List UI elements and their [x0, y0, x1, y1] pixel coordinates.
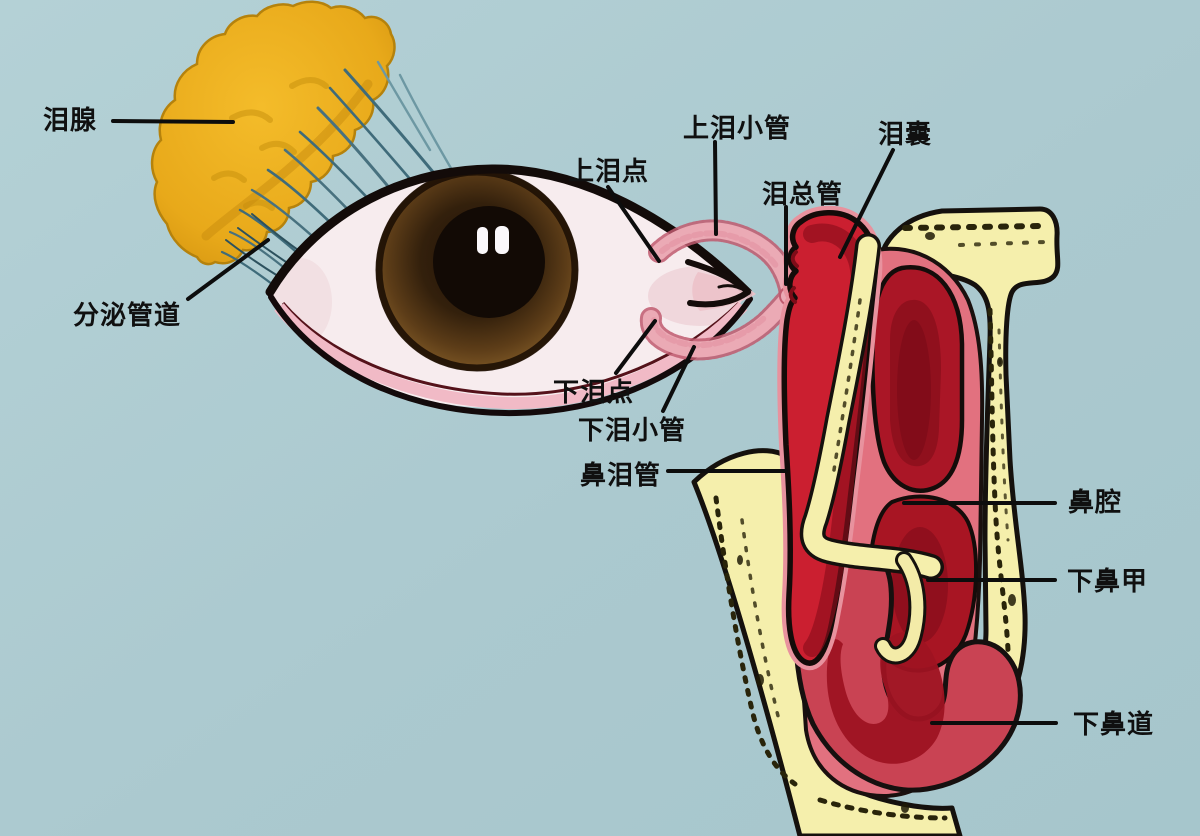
bone-speckles	[713, 223, 1047, 821]
label-nasal-cavity: 鼻腔	[1068, 488, 1122, 518]
lash-stroke	[376, 60, 432, 152]
speckle-trail	[740, 518, 780, 718]
label-inferior-turbinate: 下鼻甲	[1067, 567, 1148, 597]
label-common-canaliculus: 泪总管	[762, 180, 843, 210]
sac-notch-marks	[788, 250, 799, 304]
labels: 泪腺 分泌管道 上泪点 上泪小管 泪总管 泪囊 下泪点 下泪小管 鼻泪管 鼻腔 …	[43, 106, 1154, 740]
label-lacrimal-sac: 泪囊	[878, 120, 932, 150]
lash-stroke	[228, 230, 289, 272]
bone-right-column	[877, 206, 1061, 712]
speckle-blob	[901, 803, 909, 813]
speckle-trail	[997, 328, 1010, 542]
label-lower-canaliculus: 下泪小管	[578, 416, 686, 446]
lower-canaliculus-shape	[642, 289, 797, 358]
secretory-ducts-line	[186, 238, 270, 301]
label-upper-punctum: 上泪点	[568, 156, 649, 187]
middle-turbinate-shape	[870, 265, 965, 493]
speckle-trail	[817, 797, 948, 821]
lower-punctum-line	[614, 319, 657, 375]
gland-texture	[211, 77, 329, 211]
lash-stroke	[238, 208, 304, 259]
lacrimal-sac-line	[838, 148, 895, 259]
upper-canaliculus-line	[713, 140, 718, 236]
speckle-blob	[737, 555, 743, 565]
upper-canaliculus-texture	[659, 230, 780, 270]
speckle-trail	[987, 307, 1011, 653]
corner-hook-line	[717, 284, 750, 294]
lash-stroke	[220, 250, 274, 286]
lash-stroke	[398, 73, 454, 172]
inner-corner-wedge	[692, 272, 756, 311]
label-lacrimal-gland: 泪腺	[43, 106, 97, 136]
speckle-trail	[902, 223, 1043, 231]
label-secretory-ducts: 分泌管道	[73, 300, 181, 331]
bone-curl-fill	[877, 554, 924, 662]
speckle-blob	[997, 357, 1003, 367]
speckle-trail	[832, 298, 862, 472]
label-upper-canaliculus: 上泪小管	[683, 114, 791, 144]
corner-lower-line	[687, 289, 751, 308]
lower-canaliculus-line	[661, 345, 696, 413]
gland-body	[150, 0, 396, 266]
pupil-highlight	[477, 227, 488, 254]
speckle-blob	[1008, 594, 1016, 606]
speckle-blob	[756, 674, 764, 686]
lash-stroke	[328, 86, 418, 188]
pupil-highlight	[495, 226, 509, 254]
lash-stroke	[316, 106, 398, 198]
speckle-trail	[958, 240, 1047, 247]
speckle-trail	[713, 495, 798, 787]
lacrimal-gland-line	[111, 119, 235, 124]
inferior-meatus-inner	[826, 632, 945, 764]
speckle-blob	[925, 232, 935, 240]
duct-line	[225, 239, 279, 277]
label-lower-punctum: 下泪点	[553, 377, 634, 408]
lower-canaliculus-texture	[651, 315, 767, 349]
middle-turbinate-shade	[897, 320, 931, 460]
lash-stroke	[343, 68, 440, 180]
label-inferior-meatus: 下鼻道	[1073, 709, 1154, 740]
pupil	[433, 206, 545, 318]
leader-lines	[111, 119, 1058, 725]
inner-corner-outline	[685, 259, 751, 308]
upper-punctum-line	[606, 185, 661, 263]
label-nasolacrimal-duct: 鼻泪管	[580, 461, 661, 491]
